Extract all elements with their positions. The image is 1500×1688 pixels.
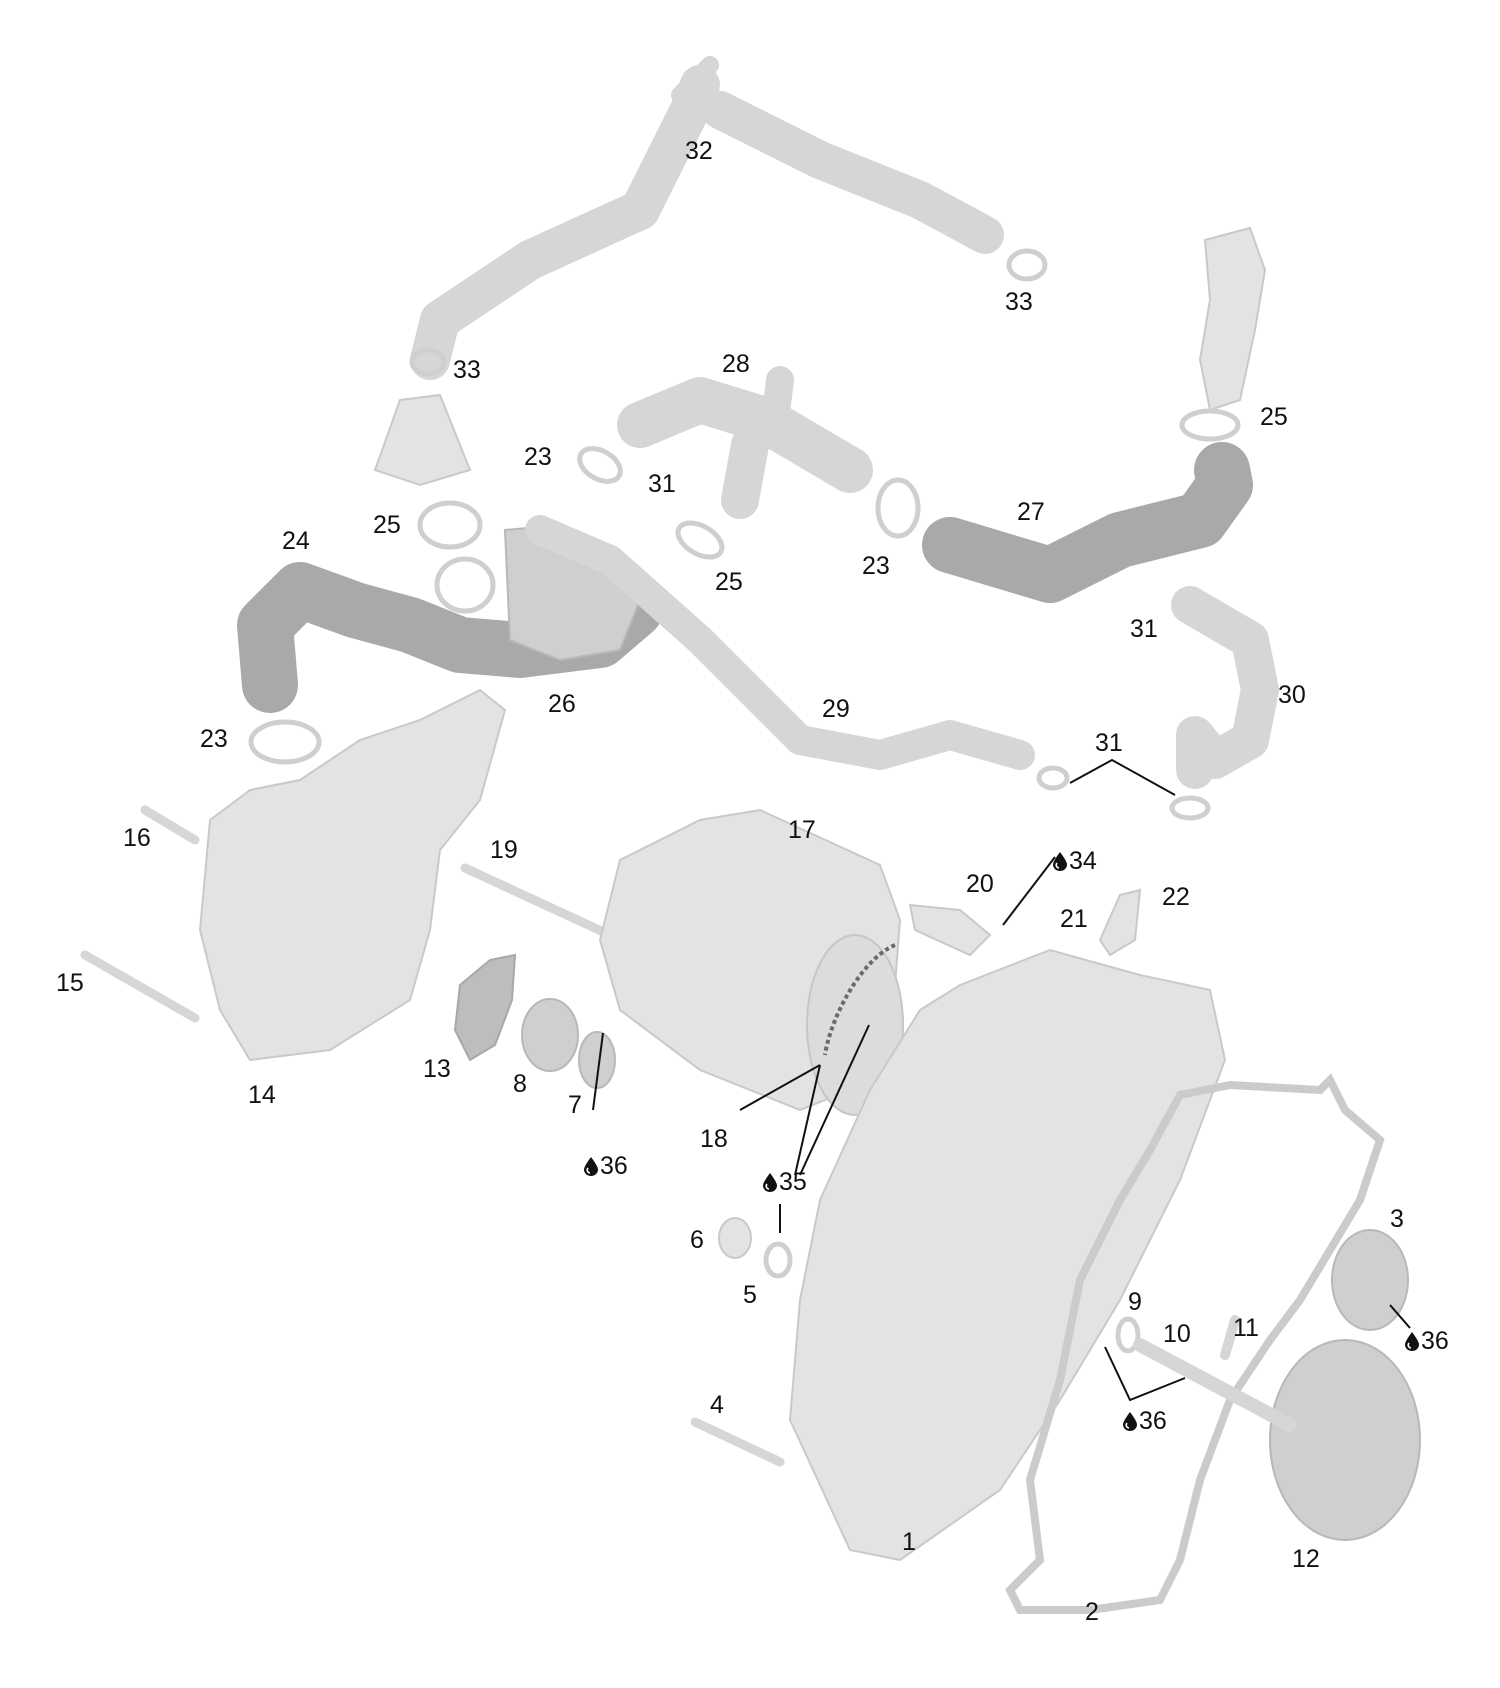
part-25-ring-middle [675,520,725,560]
callout-29: 29 [822,695,850,723]
oil-drop-icon [763,1173,777,1192]
callout-28: 28 [722,350,750,378]
part-7-ring [578,1031,616,1089]
part-33-ring-right [1006,248,1048,282]
callout-32: 32 [685,137,713,165]
callout-11: 11 [1233,1314,1259,1342]
callout-22: 22 [1162,883,1190,911]
oil-drop-icon [1123,1412,1137,1431]
callout-13: 13 [423,1055,451,1083]
part-2-gasket [1005,1073,1385,1614]
part-29-hose [525,515,1035,770]
callout-18: 18 [700,1125,728,1153]
callout-36-right-number: 36 [1421,1327,1449,1355]
callout-25-middle: 25 [715,568,743,596]
part-14-pump-housing [198,688,507,1062]
oil-drop-icon [1405,1332,1419,1351]
part-17-housing [598,808,904,1116]
part-thermostat-housing [1198,226,1267,412]
part-11-pin [1220,1315,1240,1360]
callout-23-upper: 23 [524,443,552,471]
part-23-ring-lower [248,719,322,765]
part-23-ring-middle [875,477,921,539]
oil-drop-icon [1053,852,1067,871]
callout-35-number: 35 [779,1168,807,1196]
callout-2: 2 [1085,1598,1099,1626]
callout-4: 4 [710,1391,724,1419]
callout-7: 7 [568,1091,582,1119]
part-1-cover [788,948,1227,1562]
callout-25-right: 25 [1260,403,1288,431]
part-30-hose [1171,586,1279,789]
callout-31-upper: 31 [648,470,676,498]
callout-26: 26 [548,690,576,718]
part-4-bolt [690,1417,785,1467]
callout-8: 8 [513,1070,527,1098]
leader-lines [592,758,1411,1402]
callout-36-left: 36 [584,1154,628,1179]
part-23-ring-upper [577,446,623,484]
part-9-ring [1115,1316,1141,1354]
part-31-clamp-lower-b [1169,795,1211,821]
callout-15: 15 [56,969,84,997]
callout-6: 6 [690,1226,704,1254]
callout-14: 14 [248,1081,276,1109]
part-26-port [434,556,496,614]
callout-34: 34 [1053,849,1097,874]
part-25-ring-right [1179,408,1241,442]
callout-5: 5 [743,1281,757,1309]
callout-31-middle: 31 [1130,615,1158,643]
callout-33-right: 33 [1005,288,1033,316]
part-13-impeller [453,953,517,1062]
part-10-shaft [1133,1338,1297,1432]
part-6-plug [718,1217,752,1259]
part-left-fitting [373,393,472,487]
part-27-hose [922,442,1253,603]
part-19-bolt [460,863,615,940]
part-25-ring-left [417,500,483,550]
callout-33-left: 33 [453,356,481,384]
part-32-hose [410,56,1004,380]
callout-36-right: 36 [1405,1329,1449,1354]
callout-16: 16 [123,824,151,852]
callout-17: 17 [788,816,816,844]
callout-25-left: 25 [373,511,401,539]
oil-drop-icon [584,1157,598,1176]
part-20-fitting [908,903,992,957]
part-33-ring-left [409,347,447,377]
callout-35: 35 [763,1170,807,1195]
callout-10: 10 [1163,1320,1191,1348]
callout-3: 3 [1390,1205,1404,1233]
callout-1: 1 [902,1528,916,1556]
part-22-fitting [1098,888,1142,957]
callout-23-middle: 23 [862,552,890,580]
part-28-tee-fitting [617,366,873,519]
part-31-clamp-lower-a [1036,765,1070,791]
part-8-seal [521,998,579,1072]
callout-27: 27 [1017,498,1045,526]
callout-20: 20 [966,870,994,898]
callout-21: 21 [1060,905,1088,933]
callout-12: 12 [1292,1545,1320,1573]
callout-23-lower: 23 [200,725,228,753]
part-3-gear [1331,1229,1409,1331]
callout-19: 19 [490,836,518,864]
part-12-gear [1269,1339,1421,1541]
callout-24: 24 [282,527,310,555]
part-15-bolt [80,950,200,1023]
callout-9: 9 [1128,1288,1142,1316]
callout-31-lower: 31 [1095,729,1123,757]
callout-36-middle: 36 [1123,1409,1167,1434]
callout-34-number: 34 [1069,847,1097,875]
part-16-bolt [140,805,200,845]
callout-36-left-number: 36 [600,1152,628,1180]
callout-30: 30 [1278,681,1306,709]
part-5-ring [763,1241,793,1279]
callout-36-middle-number: 36 [1139,1407,1167,1435]
